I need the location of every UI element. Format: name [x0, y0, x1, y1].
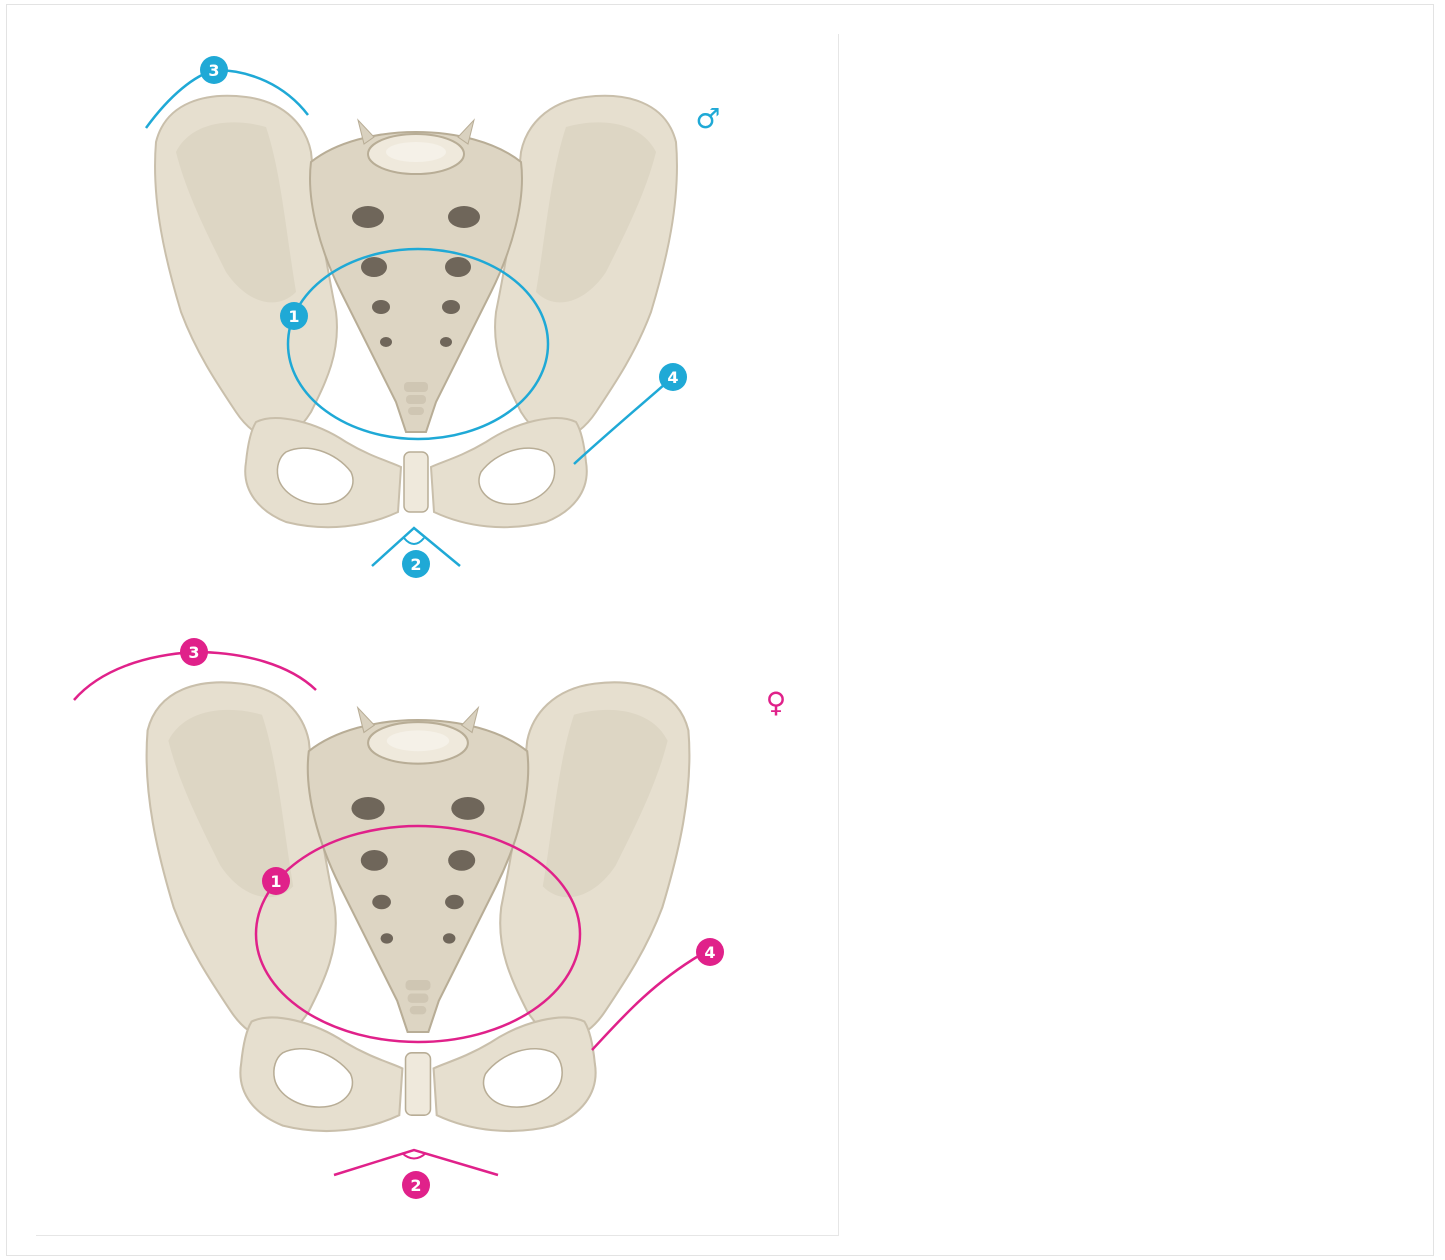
female-marker-4-label: 4 [704, 943, 715, 962]
female-marker-3: 3 [180, 638, 208, 666]
male-marker-2: 2 [402, 550, 430, 578]
male-pelvis-bone [155, 96, 677, 527]
male-marker-2-label: 2 [410, 555, 421, 574]
male-marker-1-label: 1 [288, 307, 299, 326]
female-marker-3-label: 3 [188, 643, 199, 662]
male-symbol-icon: ♂ [695, 102, 720, 135]
male-subpubic-angle-arc [404, 538, 424, 544]
female-pelvis: 1 2 3 4 ♀ [74, 638, 786, 1199]
male-marker-3-label: 3 [208, 61, 219, 80]
male-marker-4-label: 4 [667, 368, 678, 387]
female-marker-4: 4 [696, 938, 724, 966]
male-marker-1: 1 [280, 302, 308, 330]
female-symbol-icon: ♀ [766, 686, 787, 719]
female-marker-2: 2 [402, 1171, 430, 1199]
female-marker-1-label: 1 [270, 872, 281, 891]
female-pelvis-bone [147, 682, 690, 1131]
female-marker-1: 1 [262, 867, 290, 895]
female-marker-2-label: 2 [410, 1176, 421, 1195]
male-pelvis: 1 2 3 4 ♂ [146, 56, 721, 578]
male-marker-4: 4 [659, 363, 687, 391]
male-marker-3: 3 [200, 56, 228, 84]
